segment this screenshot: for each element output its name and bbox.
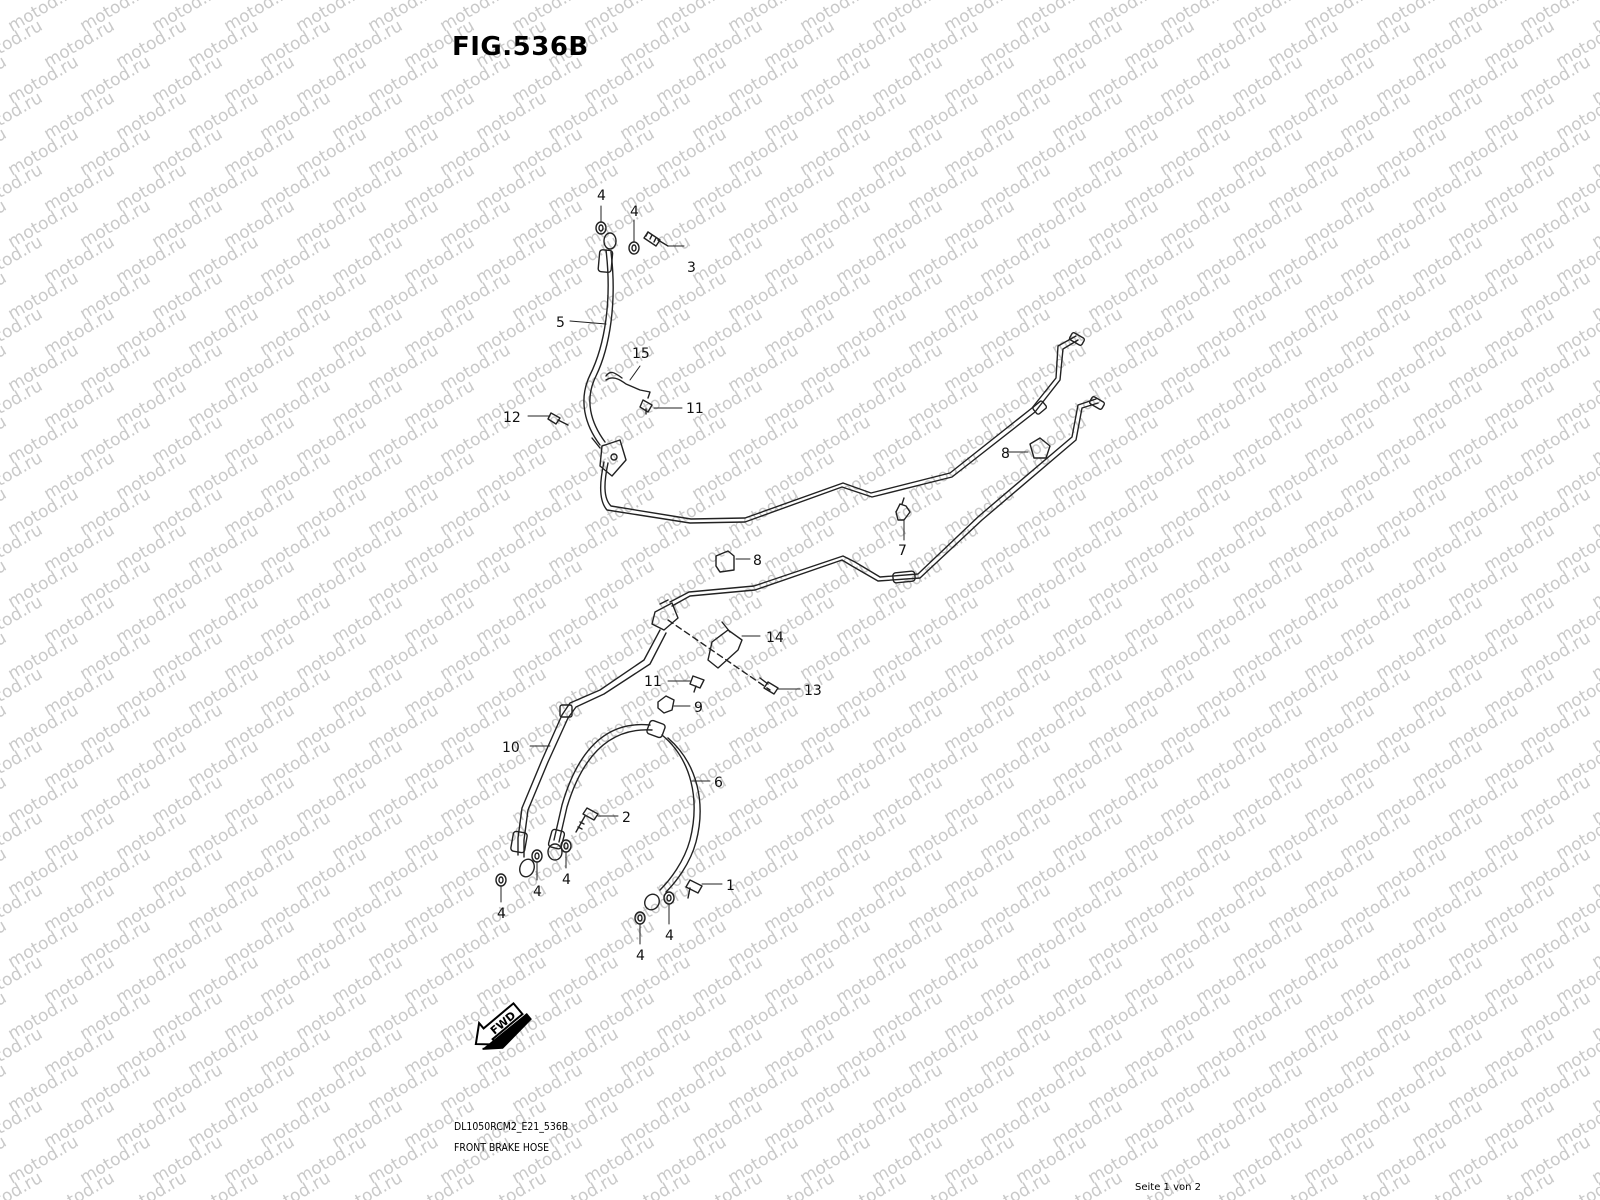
diagram-description: FRONT BRAKE HOSE [454,1141,550,1154]
union-bolt-1 [685,879,703,899]
lower-brake-hose-right [547,719,701,911]
callout-4: 4 [630,204,639,220]
leader-lines [500,205,1029,945]
page-indicator: Seite 1 von 2 [1135,1182,1201,1193]
bolt-12 [547,412,569,426]
callout-4: 4 [597,188,606,204]
callout-11: 11 [686,401,704,417]
callout-4: 4 [665,928,674,944]
callout-13: 13 [804,683,822,699]
callout-4: 4 [636,948,645,964]
callout-7: 7 [898,543,907,559]
callout-5: 5 [556,315,565,331]
callout-8: 8 [753,553,762,569]
callout-1: 1 [726,878,735,894]
upper-brake-hose [583,232,617,446]
callout-12: 12 [503,410,521,426]
callout-3: 3 [687,260,696,276]
pipe-clamp-upper [1029,437,1051,459]
lower-brake-pipe [669,396,1106,607]
union-bolt-2 [575,807,599,833]
lower-junction [651,599,679,631]
brake-junction-block [591,437,627,477]
callout-4: 4 [533,884,542,900]
callout-8: 8 [1001,446,1010,462]
callout-14: 14 [766,630,784,646]
union-bolt-upper [643,231,669,247]
hose-clamp [605,371,651,399]
bolt-11-upper [639,399,653,415]
pipe-clamp-lower [715,550,735,573]
model-code: DL1050RCM2_E21_536B [454,1120,569,1133]
callout-15: 15 [632,346,650,362]
callout-2: 2 [622,810,631,826]
bolt-13 [759,677,779,695]
callout-4: 4 [562,872,571,888]
callout-4: 4 [497,906,506,922]
washers [495,221,675,925]
figure-title: FIG.536B [452,32,589,62]
callout-6: 6 [714,775,723,791]
pipe-clip [895,497,911,521]
upper-brake-pipe [599,332,1086,524]
hose-clip [657,695,675,714]
hose-bracket [667,619,771,691]
callout-11: 11 [644,674,662,690]
fwd-arrow-icon: FWD [474,1001,532,1050]
callout-9: 9 [694,700,703,716]
bolt-11-lower [689,675,705,693]
lower-brake-hose-left [510,629,667,878]
callout-10: 10 [502,740,520,756]
